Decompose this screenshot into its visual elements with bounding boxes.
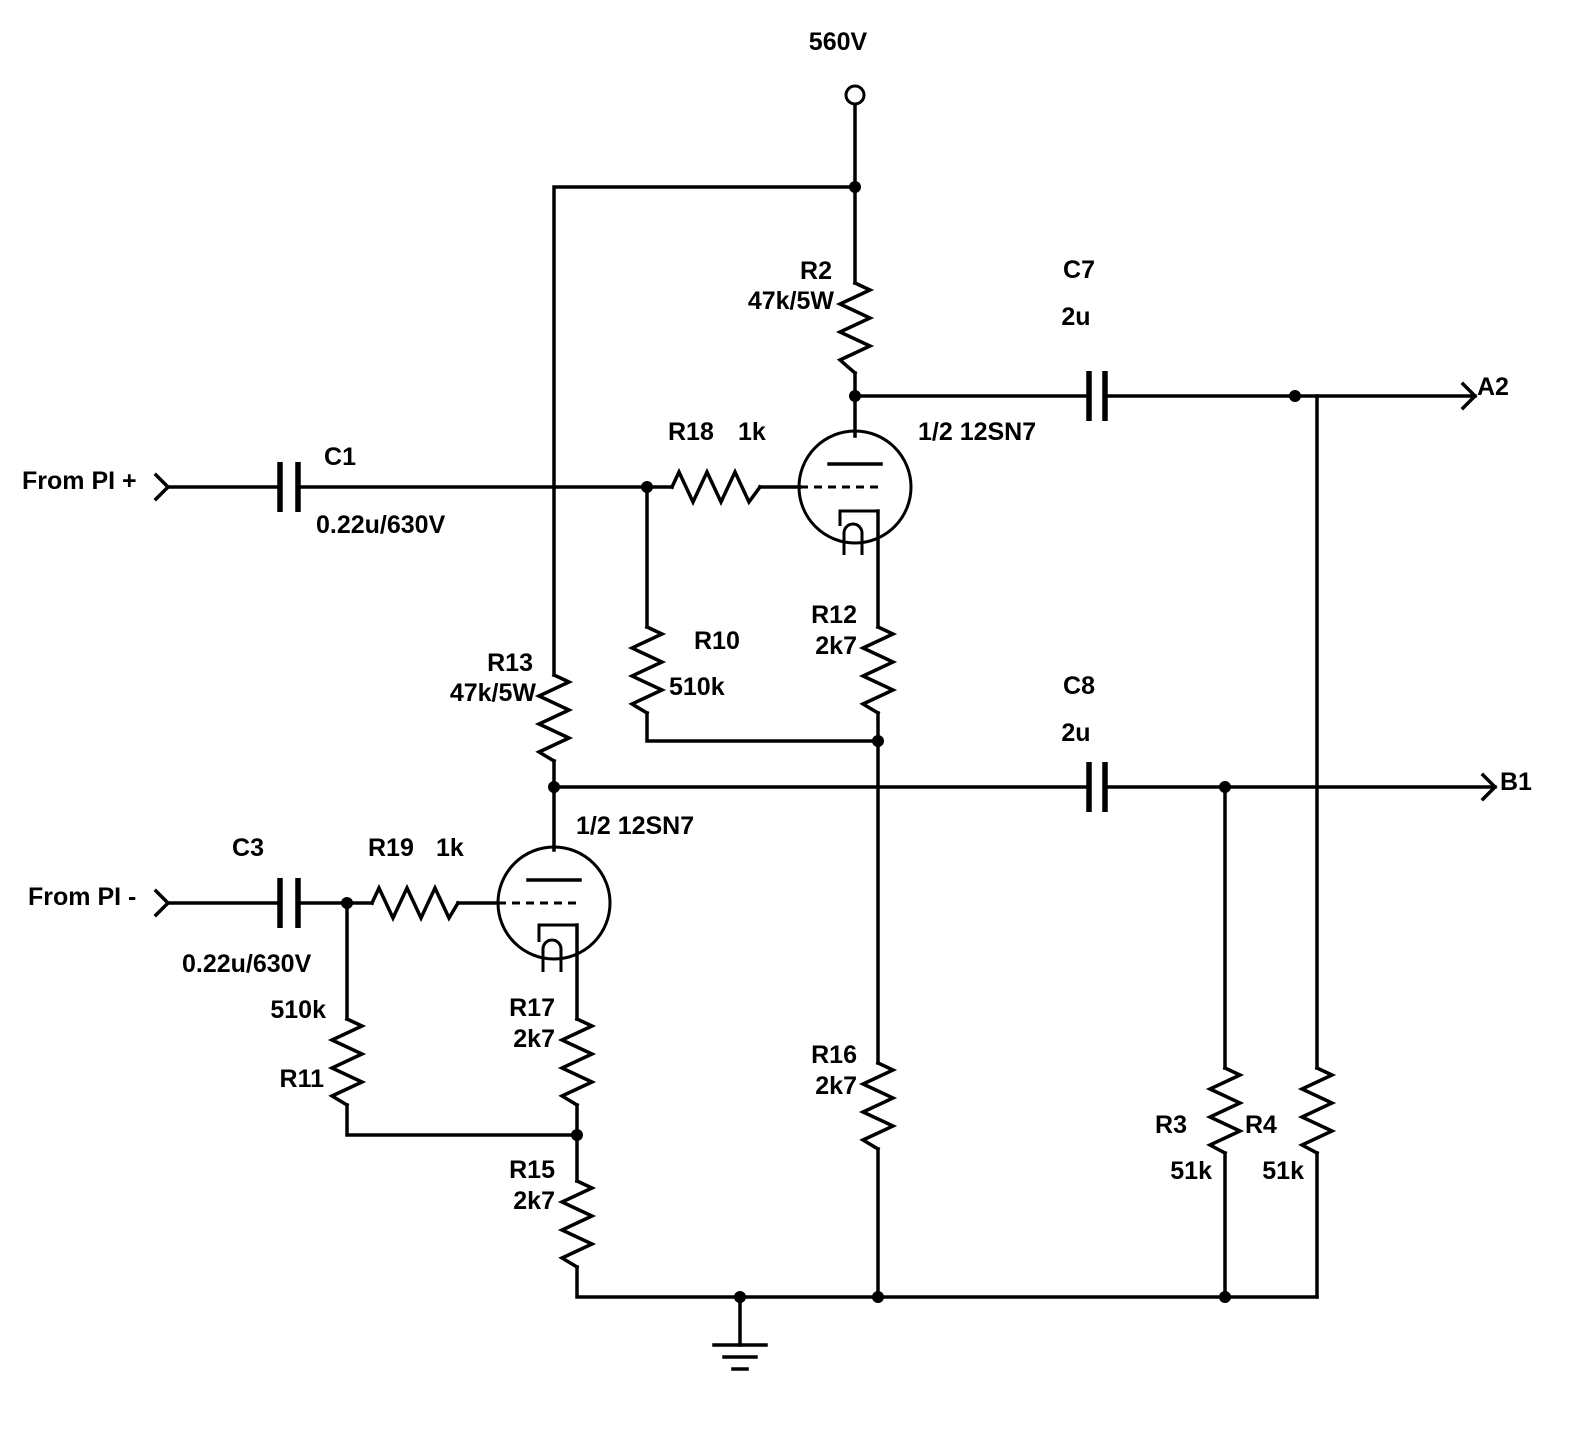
c1-ref-label: C1 [324,443,356,471]
r11-ref-label: R11 [280,1065,325,1093]
r4-value-label: 51k [1262,1157,1304,1185]
supply-voltage-label: 560V [809,28,868,56]
resistor-r11-icon [327,1016,367,1108]
junction-dot [1289,390,1301,402]
r10-value-label: 510k [669,673,725,701]
r3-ref-label: R3 [1155,1111,1187,1139]
r15-ref-label: R15 [509,1156,555,1184]
c8-value-label: 2u [1061,719,1090,747]
wires [166,102,1497,1347]
r16-value-label: 2k7 [815,1072,857,1100]
output-b1-label: B1 [1500,768,1532,796]
junctions [341,181,1301,1303]
capacitor-c8 [1086,762,1108,812]
tube-upper-icon [797,429,913,555]
r15-value-label: 2k7 [513,1187,555,1215]
input-minus-label: From PI - [28,883,136,911]
c7-ref-label: C7 [1063,256,1095,284]
resistor-r2-icon [835,280,875,376]
r17-ref-label: R17 [509,994,555,1022]
r10-ref-label: R10 [694,627,740,655]
c1-value-label: 0.22u/630V [316,511,446,539]
r16-ref-label: R16 [811,1041,857,1069]
r19-value-label: 1k [436,834,464,862]
input-plus-label: From PI + [22,467,137,495]
c8-ref-label: C8 [1063,672,1095,700]
junction-dot [341,897,353,909]
ground-icon [712,1343,768,1371]
junction-dot [872,735,884,747]
tube-lower-icon [496,845,612,972]
resistor-r13-icon [534,672,574,764]
r2-ref-label: R2 [800,257,832,285]
r11-value-label: 510k [270,996,326,1024]
junction-dot [734,1291,746,1303]
r4-ref-label: R4 [1245,1111,1277,1139]
output-b1-arrow-icon [1480,772,1498,802]
junction-dot [849,390,861,402]
wire-r10-to-r12 [645,711,880,743]
resistor-r10-icon [627,624,667,716]
junction-dot [849,181,861,193]
resistor-r19-icon [369,883,461,923]
resistor-r4-icon [1297,1065,1337,1156]
resistor-r17-icon [557,1016,597,1108]
tube-upper-label: 1/2 12SN7 [918,418,1036,446]
wire-r11-to-r17 [345,1103,579,1137]
r19-ref-label: R19 [368,834,414,862]
r18-ref-label: R18 [668,418,714,446]
junction-dot [1219,781,1231,793]
junction-dot [872,1291,884,1303]
resistor-r15-icon [557,1178,597,1270]
wire-r15-to-ground-rail [575,1265,1319,1299]
r13-value-label: 47k/5W [450,679,537,707]
resistor-r16-icon [858,1060,898,1152]
tube-lower-label: 1/2 12SN7 [576,812,694,840]
resistor-r12-icon [858,624,898,716]
c3-value-label: 0.22u/630V [182,950,312,978]
r17-value-label: 2k7 [513,1025,555,1053]
capacitor-c3 [277,878,301,928]
r12-value-label: 2k7 [815,632,857,660]
capacitor-c1 [277,462,301,512]
supply-terminal-icon [844,84,866,106]
r12-ref-label: R12 [811,601,857,629]
r2-value-label: 47k/5W [748,287,835,315]
input-plus-connector-icon [153,472,171,502]
resistor-r3-icon [1205,1065,1245,1156]
capacitor-c7 [1086,371,1108,421]
resistor-r18-icon [669,467,763,507]
wire-supply-to-r13 [552,185,857,677]
r13-ref-label: R13 [487,649,533,677]
output-a2-arrow-icon [1460,381,1478,411]
labels: 560V From PI + From PI - A2 B1 C1 0.22u/… [22,28,1532,1215]
junction-dot [1219,1291,1231,1303]
r3-value-label: 51k [1170,1157,1212,1185]
input-minus-connector-icon [153,888,171,918]
c7-value-label: 2u [1061,303,1090,331]
r18-value-label: 1k [738,418,766,446]
c3-ref-label: C3 [232,834,264,862]
junction-dot [641,481,653,493]
junction-dot [548,781,560,793]
output-a2-label: A2 [1477,373,1509,401]
junction-dot [571,1129,583,1141]
